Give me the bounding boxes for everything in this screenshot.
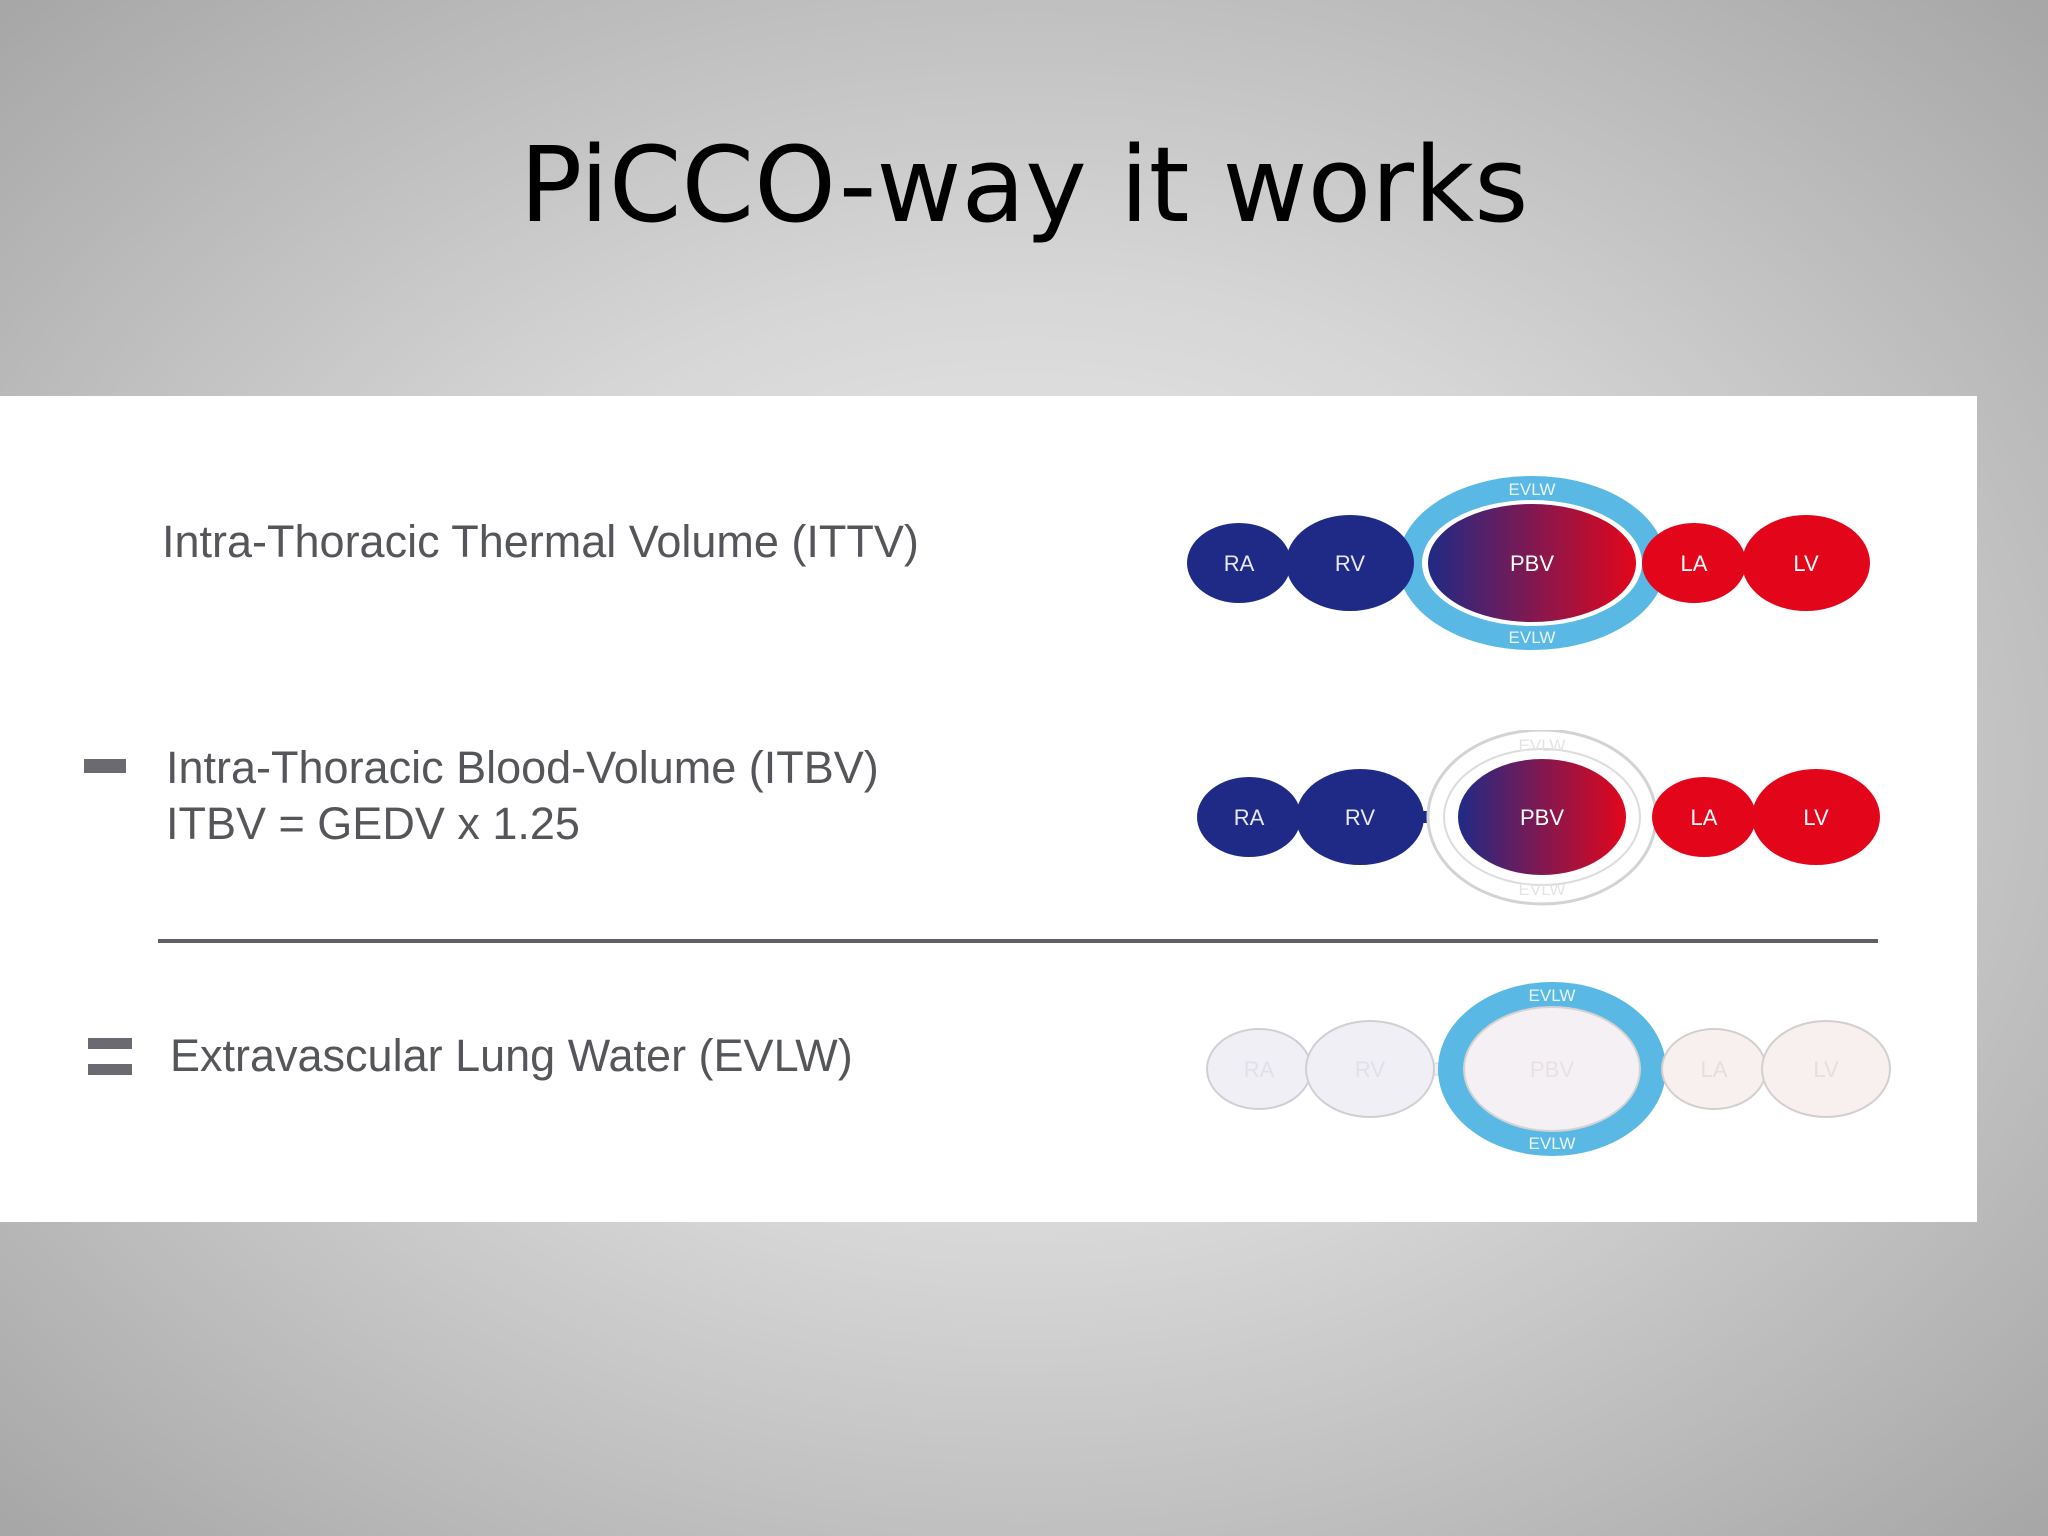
rv-label: RV bbox=[1355, 1057, 1385, 1082]
rv-chamber bbox=[1296, 769, 1424, 865]
ra-chamber bbox=[1197, 777, 1301, 857]
itbv-formula: ITBV = GEDV x 1.25 bbox=[166, 798, 580, 849]
la-chamber bbox=[1642, 523, 1746, 603]
ra-label: RA bbox=[1224, 551, 1255, 576]
pbv-chamber bbox=[1428, 504, 1636, 622]
la-chamber bbox=[1652, 777, 1756, 857]
ra-chamber bbox=[1187, 523, 1291, 603]
evlw-bottom-label: EVLW bbox=[1509, 628, 1556, 647]
itbv-diagram: RA RV PBV LA LV EVLW EVLW bbox=[1197, 730, 1880, 906]
equals-operator bbox=[88, 1038, 132, 1078]
rv-label: RV bbox=[1335, 551, 1365, 576]
ittv-label: Intra-Thoracic Thermal Volume (ITTV) bbox=[162, 516, 919, 567]
rv-label: RV bbox=[1345, 805, 1375, 830]
ittv-diagram: RA RV PBV LA LV EVLW EVLW bbox=[1187, 476, 1870, 650]
ra-label: RA bbox=[1234, 805, 1265, 830]
rv-chamber bbox=[1286, 515, 1414, 611]
minus-operator bbox=[84, 759, 126, 773]
lv-chamber bbox=[1752, 769, 1880, 865]
evlw-top-label: EVLW bbox=[1519, 736, 1566, 755]
subtraction-divider bbox=[158, 939, 1878, 943]
evlw-top-label: EVLW bbox=[1529, 986, 1576, 1005]
slide-title: PiCCO-way it works bbox=[519, 124, 1529, 246]
lv-label: LV bbox=[1803, 805, 1829, 830]
pbv-label: PBV bbox=[1520, 805, 1564, 830]
rv-chamber bbox=[1305, 1020, 1435, 1118]
la-label: LA bbox=[1701, 1057, 1728, 1082]
pbv-label: PBV bbox=[1530, 1057, 1574, 1082]
la-label: LA bbox=[1691, 805, 1718, 830]
pbv-chamber bbox=[1463, 1006, 1641, 1132]
content-panel: Intra-Thoracic Thermal Volume (ITTV) RA … bbox=[0, 396, 1977, 1222]
evlw-label: Extravascular Lung Water (EVLW) bbox=[170, 1030, 853, 1081]
itbv-label: Intra-Thoracic Blood-Volume (ITBV) bbox=[166, 742, 879, 793]
lv-label: LV bbox=[1813, 1057, 1839, 1082]
evlw-diagram: RA RV PBV LA LV EVLW EVLW bbox=[1206, 982, 1891, 1156]
pbv-chamber bbox=[1458, 759, 1626, 875]
lv-chamber bbox=[1761, 1020, 1891, 1118]
evlw-top-label: EVLW bbox=[1509, 480, 1556, 499]
pbv-label: PBV bbox=[1510, 551, 1554, 576]
ra-label: RA bbox=[1244, 1057, 1275, 1082]
lv-label: LV bbox=[1793, 551, 1819, 576]
lv-chamber bbox=[1742, 515, 1870, 611]
la-label: LA bbox=[1681, 551, 1708, 576]
evlw-bottom-label: EVLW bbox=[1529, 1134, 1576, 1153]
evlw-bottom-label: EVLW bbox=[1519, 880, 1566, 899]
